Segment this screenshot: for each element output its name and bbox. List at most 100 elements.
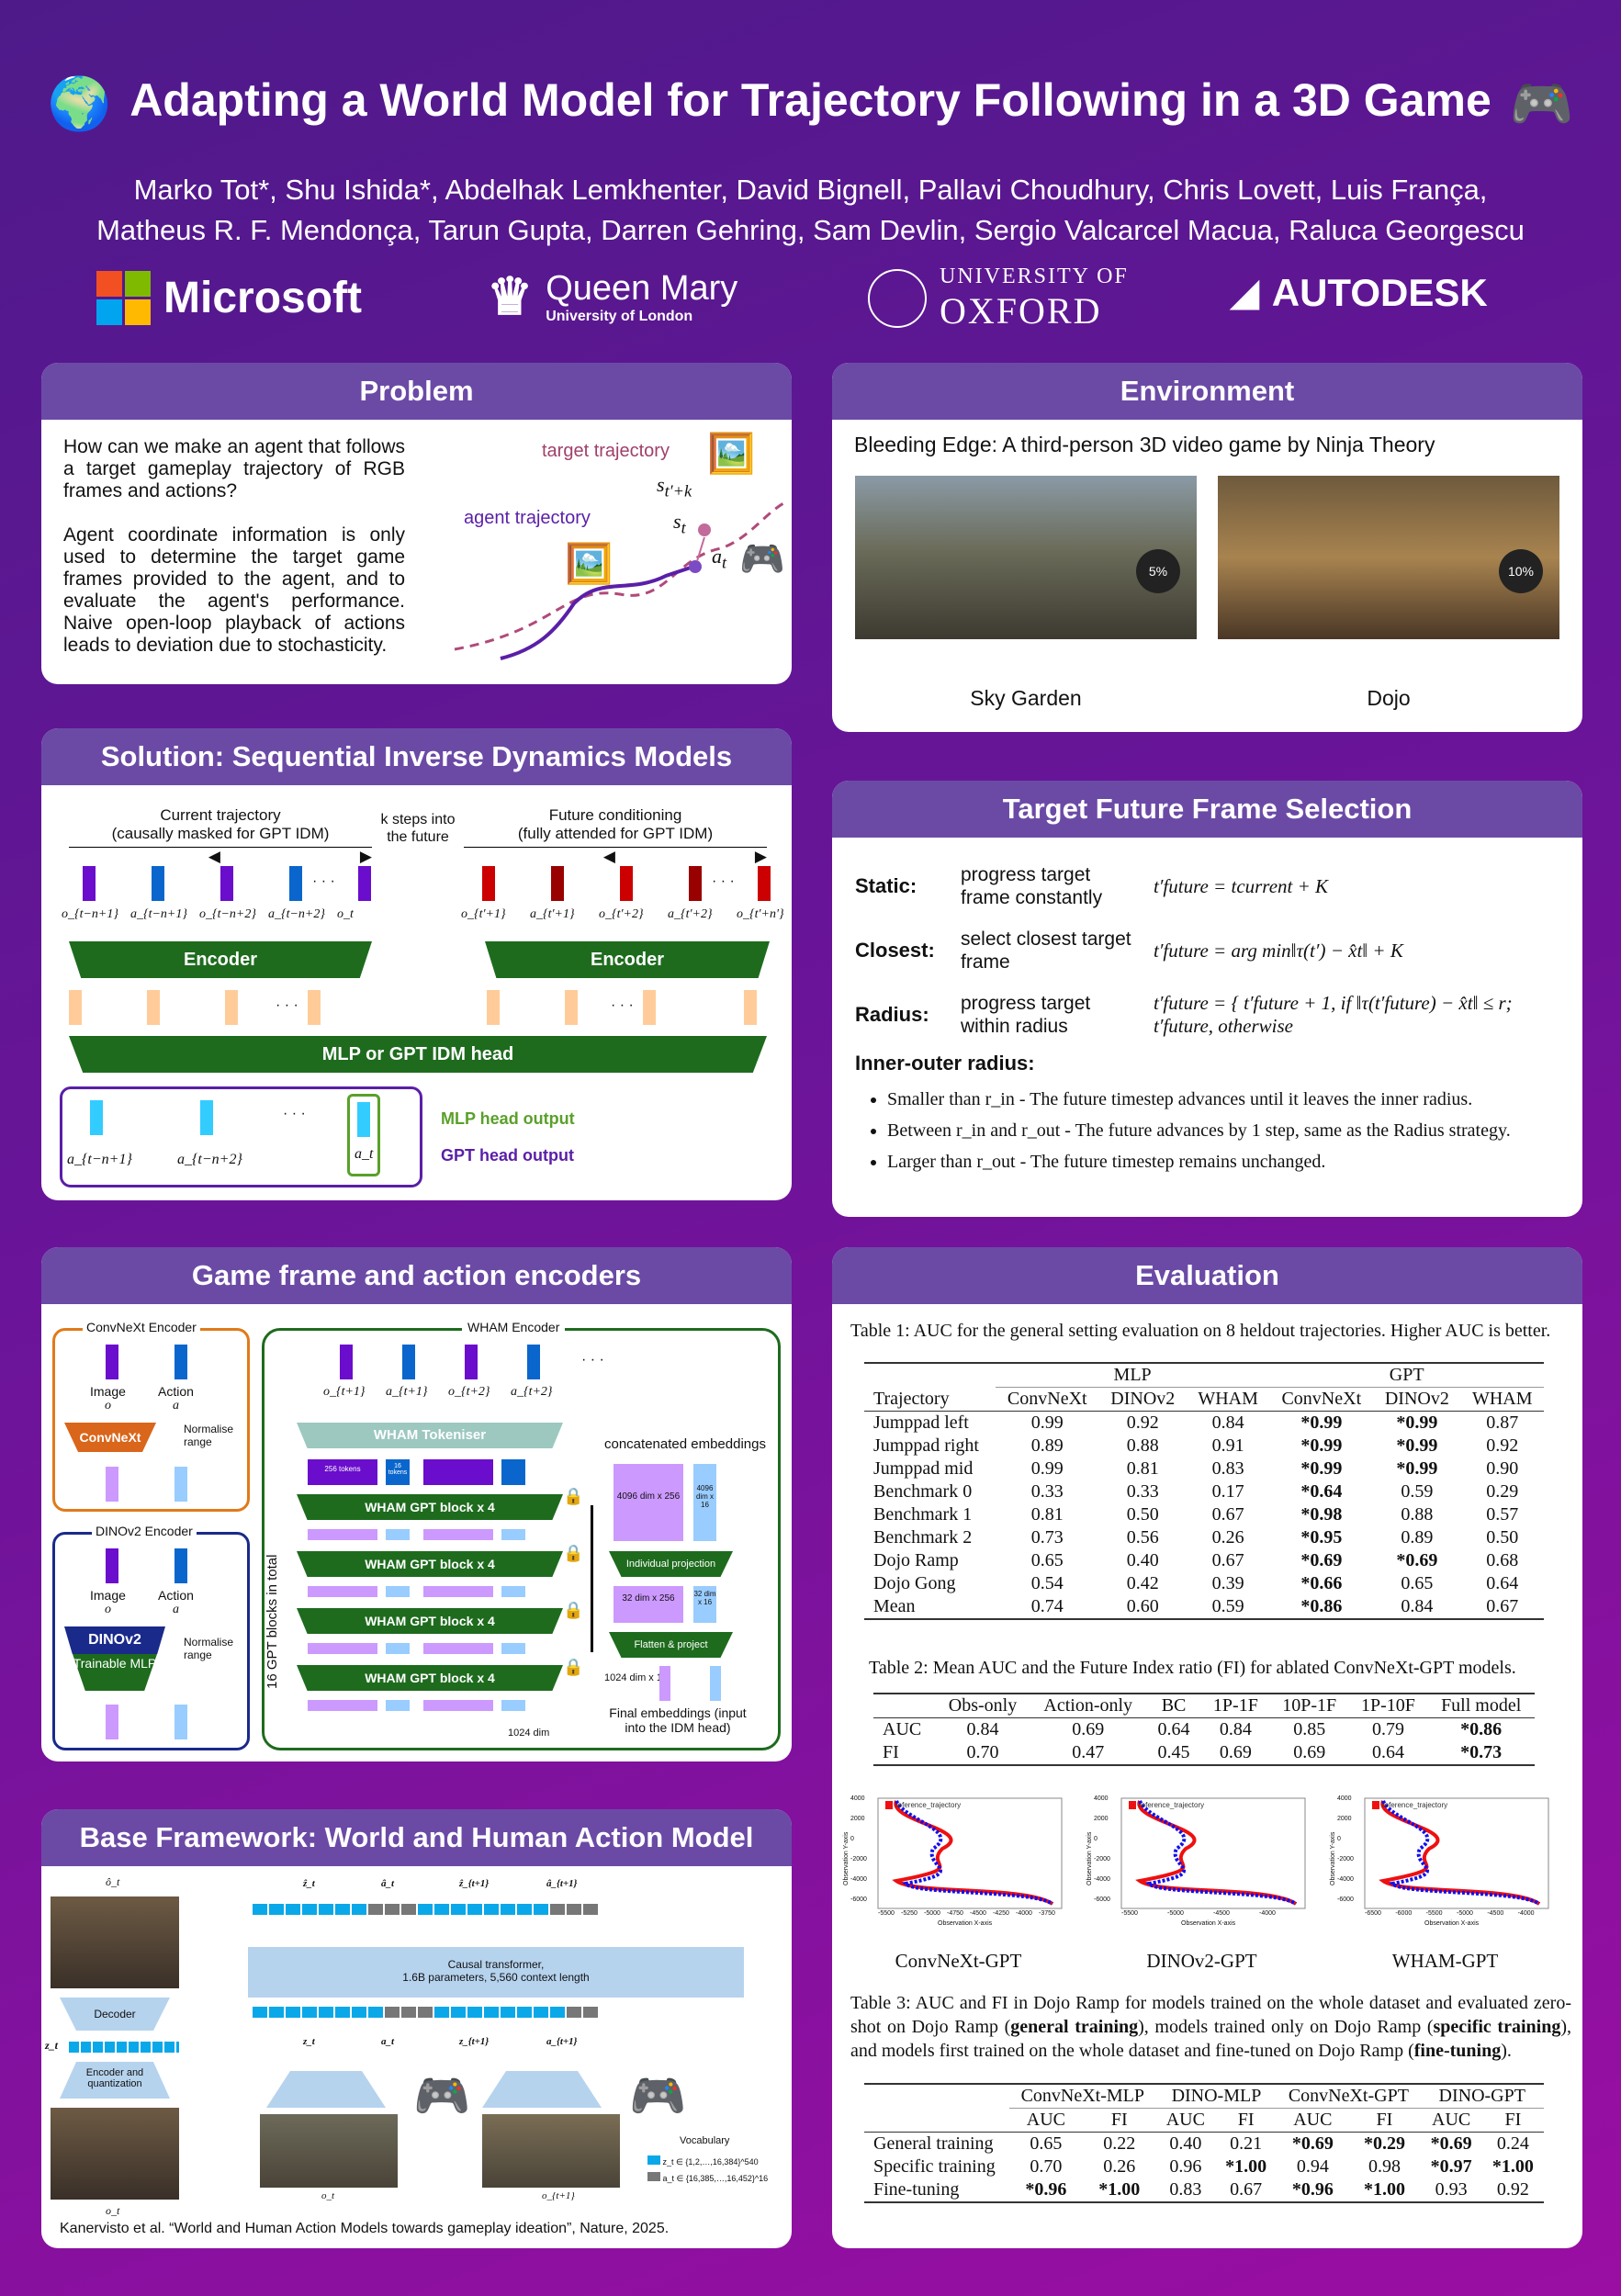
output-box: · · · a_{t−n+1} a_{t−n+2} a_t [60,1086,422,1187]
latent-token [451,2007,466,2018]
inner-outer-bullets: Smaller than r_in - The future timestep … [887,1084,1567,1177]
agent-trajectory-line [500,565,694,660]
connector-line [591,1505,593,1652]
latent-token [253,2007,267,2018]
table-cell: FI [883,1742,899,1762]
plot-caption: DINOv2-GPT [1146,1950,1257,1972]
x-tick: -5500 [1425,1910,1443,1917]
bullet: Between r_in and r_out - The future adva… [887,1115,1567,1146]
environment-panel: Environment Bleeding Edge: A third-perso… [832,363,1582,732]
label: o [104,1399,111,1412]
label: a [172,1603,179,1616]
table-cell: 0.64 [1486,1573,1519,1593]
table-cell: Benchmark 1 [873,1504,973,1525]
panel-title: Solution: Sequential Inverse Dynamics Mo… [41,728,792,785]
latent-token [368,2007,383,2018]
wham-tokeniser: WHAM Tokeniser [297,1423,563,1448]
strategy-description: progress target within radius [961,993,1091,1037]
table-cell: 0.83 [1169,2179,1202,2200]
future-token [758,866,771,901]
plot-legend: reference_trajectory [885,1801,961,1809]
embedding-row: · · ·· · · [69,990,776,1025]
column-header: Obs-only [948,1695,1018,1716]
authors-line: Marko Tot*, Shu Ishida*, Abdelhak Lemkhe… [133,174,1488,206]
cell [864,1363,996,1388]
strategy-description: select closest target frame [961,929,1131,973]
dim-label: 1024 dim [508,1728,550,1739]
embedding-token [487,990,500,1025]
token-label: o_{t′+2} [599,907,644,921]
table-cell: Mean [873,1596,916,1616]
total-blocks-label: 16 GPT blocks in total [265,1554,280,1689]
latent-token [434,1904,449,1915]
table-cell: *1.00 [1225,2156,1267,2177]
output-label: a_{t−n+2} [177,1152,242,1167]
solution-panel: Solution: Sequential Inverse Dynamics Mo… [41,728,792,1200]
latent-token [534,2007,548,2018]
embedding-token [308,990,321,1025]
token-group-label: ẑ_{t+1} [459,1878,490,1889]
latent-token [269,2007,284,2018]
table-cell: 0.74 [1030,1596,1064,1616]
table-cell: 0.84 [1401,1596,1434,1616]
label: a [172,1399,179,1412]
latent-token [484,1904,499,1915]
latent-token [302,1904,317,1915]
label: 1.6B parameters, 5,560 context length [402,1971,590,1984]
table-cell: 0.89 [1401,1527,1434,1548]
environment-subtitle: Bleeding Edge: A third-person 3D video g… [854,433,1435,456]
gamepad-icon: 🎮 [1509,74,1574,132]
hidden-embedding [423,1586,493,1597]
embedding-token [225,990,238,1025]
y-tick: -4000 [850,1876,867,1883]
table-cell: 0.33 [1126,1481,1159,1502]
table-cell: *0.99 [1300,1435,1343,1456]
microsoft-logo: Microsoft [96,271,362,325]
game-frame [260,2114,398,2188]
action-token [385,2007,400,2018]
token-group-label: z_t [303,2036,315,2047]
convnext-block: ConvNeXt [64,1423,156,1452]
column-header: AUC [1026,2110,1065,2130]
token-group-label: â_t [381,1878,395,1889]
table-cell: 0.39 [1211,1573,1244,1593]
table-cell: *0.99 [1396,1412,1438,1433]
strategy-name: Static: [855,874,917,897]
action-token [368,1904,383,1915]
latent-token [434,2007,449,2018]
image-icon: 🖼️ [707,432,756,475]
agent-point [689,560,702,573]
future-token [620,866,633,901]
bullet: Smaller than r_in - The future timestep … [887,1084,1567,1115]
problem-description: Agent coordinate information is only use… [63,524,405,656]
column-header [873,1694,936,1718]
agent-trajectory [895,1799,1054,1906]
y-tick: -6000 [850,1896,867,1903]
embedding-token [565,990,578,1025]
label: (causally masked for GPT IDM) [111,825,330,842]
column-header: Full model [1441,1695,1522,1716]
final-embedding [659,1666,670,1701]
token-group-label: â_{t+1} [546,1878,578,1889]
table-cell: *0.29 [1363,2133,1405,2154]
plot-frame [1120,1797,1306,1909]
embedding-token [643,990,656,1025]
ellipsis: · · · [581,1352,604,1367]
table-cell: Dojo Ramp [873,1550,959,1570]
latent-token [467,1904,482,1915]
table-cell: 0.98 [1368,2156,1401,2177]
logo-text: Microsoft [163,274,362,322]
hidden-embedding [501,1643,525,1654]
table-cell: 0.94 [1296,2156,1329,2177]
table-cell: *0.98 [1300,1504,1343,1525]
obs-token [83,866,96,901]
